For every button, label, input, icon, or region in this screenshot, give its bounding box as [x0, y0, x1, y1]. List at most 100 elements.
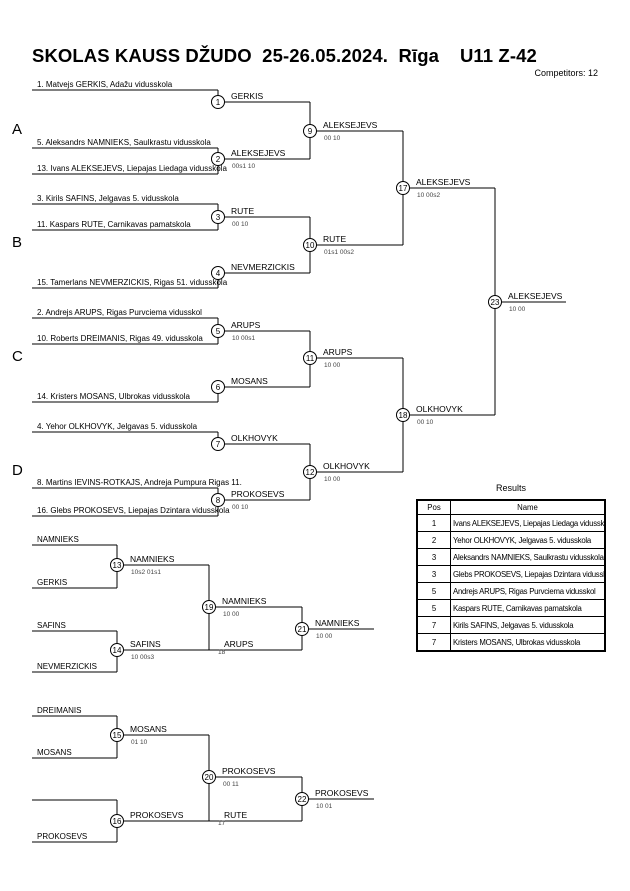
- results-title: Results: [495, 483, 526, 493]
- winner-name: ARUPS: [231, 320, 261, 330]
- match-number: 7: [216, 440, 221, 449]
- match-circle: [211, 152, 225, 166]
- entrant-name: 10. Roberts DREIMANIS, Rigas 49. vidussk…: [37, 334, 203, 343]
- results-pos: 7: [416, 633, 451, 652]
- winner-name: OLKHOVYK: [323, 461, 370, 471]
- match-number: 14: [113, 646, 122, 655]
- match-circle: [211, 210, 225, 224]
- winner-name: PROKOSEVS: [130, 810, 184, 820]
- repechage-entrant-name: DREIMANIS: [37, 706, 81, 715]
- repechage-entrant-name: PROKOSEVS: [37, 832, 87, 841]
- winner-name: ARUPS: [323, 347, 353, 357]
- match-circle: [110, 814, 124, 828]
- entrant-name: 14. Kristers MOSANS, Ulbrokas vidusskola: [37, 392, 190, 401]
- entrant-name: 11. Kaspars RUTE, Carnikavas pamatskola: [37, 220, 191, 229]
- match-number: 10: [306, 241, 315, 250]
- match-circle: [303, 465, 317, 479]
- entrant-name: 8. Martins IEVINS-ROTKAJS, Andreja Pumpu…: [37, 478, 242, 487]
- results-pos: 1: [416, 514, 451, 532]
- winner-name: GERKIS: [231, 91, 263, 101]
- match-circle: [211, 95, 225, 109]
- match-number: 12: [306, 468, 315, 477]
- entrant-name: 3. Kirils SAFINS, Jelgavas 5. vidusskola: [37, 194, 179, 203]
- match-number: 8: [216, 496, 221, 505]
- winner-name: PROKOSEVS: [222, 766, 276, 776]
- winner-name: RUTE: [231, 206, 254, 216]
- match-number: 20: [205, 773, 214, 782]
- match-score: 10 00: [223, 611, 240, 618]
- match-score: 10s2 01s1: [131, 569, 161, 576]
- match-circle: [303, 238, 317, 252]
- winner-name: ALEKSEJEVS: [416, 177, 471, 187]
- winner-name: OLKHOVYK: [231, 433, 278, 443]
- pool-label: C: [12, 348, 23, 365]
- match-circle: [202, 770, 216, 784]
- results-name: Aleksandrs NAMNIEKS, Saulkrastu vidussko…: [450, 548, 606, 566]
- match-score: 10 00: [316, 633, 333, 640]
- match-number: 15: [113, 731, 122, 740]
- pool-label: B: [12, 234, 22, 251]
- match-number: 6: [216, 383, 221, 392]
- drop-in-name: RUTE: [224, 810, 247, 820]
- match-circle: [303, 351, 317, 365]
- winner-name: NAMNIEKS: [130, 554, 175, 564]
- results-name: Kristers MOSANS, Ulbrokas vidusskola: [450, 633, 606, 652]
- winner-name: RUTE: [323, 234, 346, 244]
- winner-name: OLKHOVYK: [416, 404, 463, 414]
- match-circle: [211, 266, 225, 280]
- match-number: 17: [399, 184, 408, 193]
- match-score: 10 00s2: [417, 192, 441, 199]
- results-pos: 3: [416, 548, 451, 566]
- results-pos: 5: [416, 582, 451, 600]
- match-score: 10 01: [316, 803, 333, 810]
- match-circle: [110, 728, 124, 742]
- results-header-name: Name: [450, 499, 606, 515]
- repechage-entrant-name: MOSANS: [37, 748, 72, 757]
- match-score: 10 00: [509, 306, 526, 313]
- winner-name: MOSANS: [130, 724, 167, 734]
- entrant-name: 16. Glebs PROKOSEVS, Liepajas Dzintara v…: [37, 506, 230, 515]
- match-score: 00 10: [232, 221, 249, 228]
- page-title: SKOLAS KAUSS DŽUDO 25-26.05.2024. Rīga U…: [32, 45, 537, 66]
- winner-name: ALEKSEJEVS: [323, 120, 378, 130]
- results-name: Glebs PROKOSEVS, Liepajas Dzintara vidus…: [450, 565, 606, 583]
- winner-name: ALEKSEJEVS: [508, 291, 563, 301]
- match-score: 00 10: [232, 504, 249, 511]
- match-circle: [295, 792, 309, 806]
- match-score: 00 11: [223, 781, 239, 788]
- results-header-row: Pos Name: [416, 499, 606, 515]
- winner-name: SAFINS: [130, 639, 161, 649]
- match-number: 16: [113, 817, 122, 826]
- pool-label: D: [12, 462, 23, 479]
- drop-in-name: ARUPS: [224, 639, 254, 649]
- match-number: 23: [491, 298, 500, 307]
- match-number: 13: [113, 561, 122, 570]
- results-name: Yehor OLKHOVYK, Jelgavas 5. vidusskola: [450, 531, 606, 549]
- results-name: Kaspars RUTE, Carnikavas pamatskola: [450, 599, 606, 617]
- match-number: 2: [216, 155, 221, 164]
- results-pos: 2: [416, 531, 451, 549]
- match-number: 18: [399, 411, 408, 420]
- drop-in-source: 17: [218, 820, 226, 827]
- results-pos: 5: [416, 599, 451, 617]
- winner-name: MOSANS: [231, 376, 268, 386]
- repechage-entrant-name: SAFINS: [37, 621, 66, 630]
- match-number: 4: [216, 269, 221, 278]
- match-score: 01s1 00s2: [324, 249, 354, 256]
- pool-label: A: [12, 121, 22, 138]
- winner-name: NAMNIEKS: [222, 596, 267, 606]
- results-name: Ivans ALEKSEJEVS, Liepajas Liedaga vidus…: [450, 514, 606, 532]
- match-circle: [295, 622, 309, 636]
- match-circle: [488, 295, 502, 309]
- entrant-name: 15. Tamerlans NEVMERZICKIS, Rigas 51. vi…: [37, 278, 228, 287]
- match-circle: [110, 643, 124, 657]
- match-circle: [396, 408, 410, 422]
- repechage-entrant-name: NAMNIEKS: [37, 535, 79, 544]
- match-circle: [202, 600, 216, 614]
